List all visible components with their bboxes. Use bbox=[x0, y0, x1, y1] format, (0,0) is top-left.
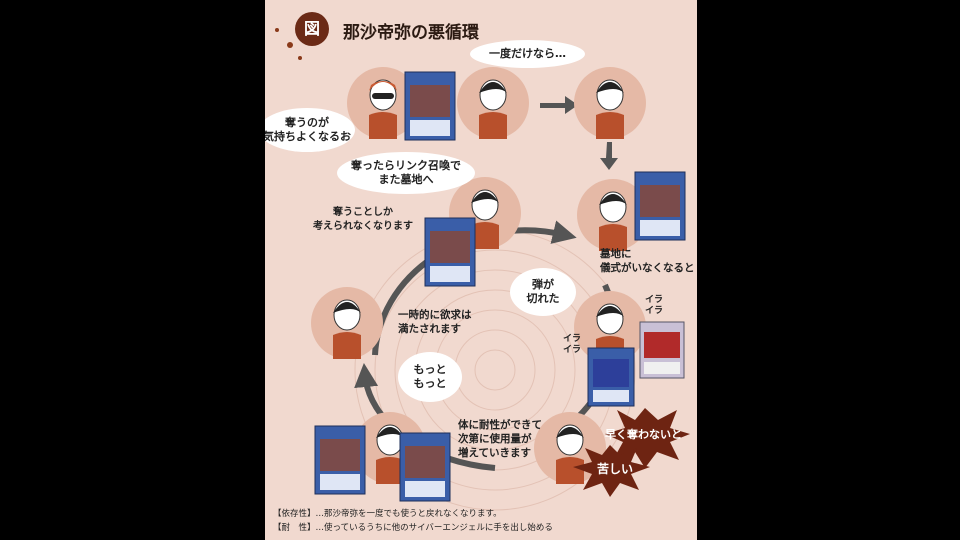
bubble-steal-good-text: 奪うのが 気持ちよくなるお bbox=[265, 116, 351, 143]
burst-2 bbox=[573, 445, 650, 497]
legend-tolerance-label: 【耐 性】 bbox=[273, 523, 316, 533]
page-title: 那沙帝弥の悪循環 bbox=[343, 23, 479, 43]
note-graveyard: 墓地に 儀式がいなくなると bbox=[600, 248, 695, 274]
note-ira-2: イラ イラ bbox=[563, 334, 582, 355]
legend-dependency-text: …那沙帝弥を一度でも使うと戻れなくなります。 bbox=[315, 509, 502, 519]
bubble-ammo: 弾が 切れた bbox=[510, 268, 576, 316]
legend-dependency-label: 【依存性】 bbox=[273, 509, 316, 519]
legend-tolerance-text: …使っているうちに他のサイバーエンジェルに手を出し始める bbox=[315, 523, 553, 533]
note-painful: 苦しい bbox=[597, 462, 634, 476]
note-ira-1: イラ イラ bbox=[645, 295, 664, 316]
bubble-ammo-text: 弾が 切れた bbox=[526, 278, 560, 305]
legend-tolerance: 【耐 性】…使っているうちに他のサイバーエンジェルに手を出し始める bbox=[273, 521, 553, 533]
bubble-link: 奪ったらリンク召喚で また墓地へ bbox=[337, 152, 475, 194]
arrow-right-1 bbox=[540, 96, 578, 114]
bubble-steal-good: 奪うのが 気持ちよくなるお bbox=[265, 108, 355, 152]
legend-dependency: 【依存性】…那沙帝弥を一度でも使うと戻れなくなります。 bbox=[273, 507, 502, 519]
cards bbox=[314, 71, 686, 502]
note-tolerance: 体に耐性ができて 次第に使用量が 増えていきます bbox=[458, 419, 542, 459]
note-hurry: 早く奪わないと bbox=[605, 428, 682, 441]
diagram-panel: 図 那沙帝弥の悪循環 一度だけなら… 奪うのが 気持ちよくなるお 奪ったらリンク… bbox=[265, 0, 697, 540]
arrow-down bbox=[600, 142, 618, 170]
bubble-once-text: 一度だけなら… bbox=[489, 47, 566, 60]
bubble-more: もっと もっと bbox=[398, 352, 462, 402]
bubble-link-text: 奪ったらリンク召喚で また墓地へ bbox=[351, 159, 461, 186]
bubble-more-text: もっと もっと bbox=[413, 363, 447, 390]
note-only-steal: 奪うことしか 考えられなくなります bbox=[313, 207, 413, 232]
title-badge: 図 bbox=[295, 12, 329, 46]
bubble-once: 一度だけなら… bbox=[470, 40, 585, 68]
diagram-artwork bbox=[275, 28, 690, 511]
note-temporary: 一時的に欲求は 満たされます bbox=[398, 309, 472, 335]
